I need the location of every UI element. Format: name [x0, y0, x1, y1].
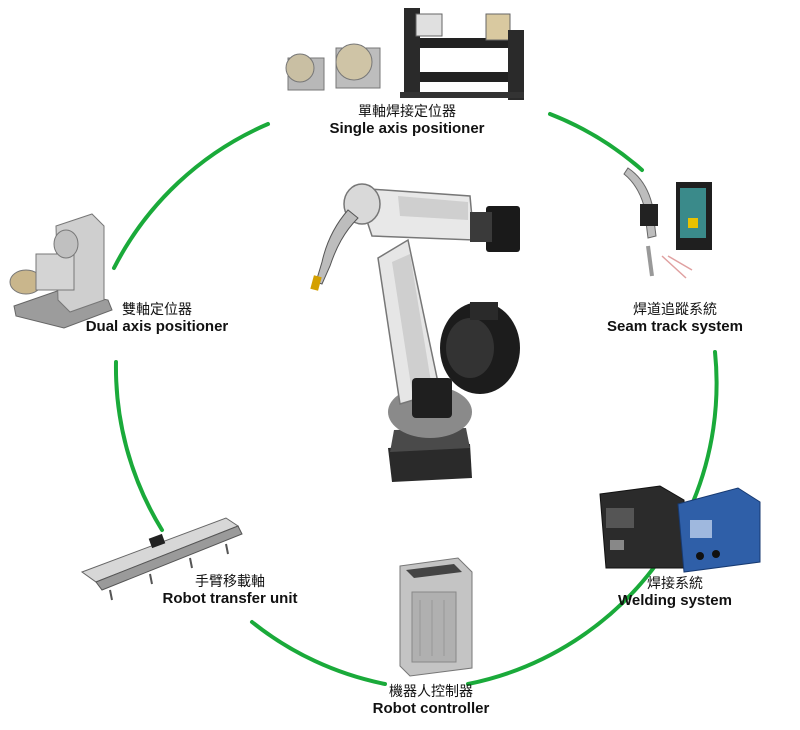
node-label-en: Seam track system	[607, 318, 743, 336]
ring-arc-upper-right	[548, 112, 644, 172]
robot-arm-image	[310, 183, 520, 482]
ring-arc-upper-left	[112, 122, 270, 270]
node-label-en: Robot transfer unit	[162, 590, 298, 608]
seam-track-system-image	[623, 167, 712, 279]
node-label-zh: 焊接系統	[647, 576, 703, 592]
node-robot-controller: 機器人控制器 Robot controller	[356, 684, 506, 717]
node-label-zh: 焊道追蹤系統	[633, 302, 717, 318]
node-label-zh: 手臂移載軸	[195, 574, 265, 590]
node-welding-system: 焊接系統 Welding system	[600, 576, 750, 609]
node-label-zh: 單軸焊接定位器	[358, 104, 456, 120]
node-dual-axis-positioner: 雙軸定位器 Dual axis positioner	[72, 302, 242, 335]
node-label-en: Robot controller	[372, 700, 490, 718]
ring-arc-right	[691, 350, 719, 504]
node-robot-transfer-unit: 手臂移載軸 Robot transfer unit	[150, 574, 310, 607]
ring-arc-lower-left	[250, 620, 387, 686]
welding-system-image	[599, 485, 761, 573]
dual-axis-positioner-image	[9, 213, 113, 329]
node-label-en: Single axis positioner	[329, 120, 485, 138]
robot-controller-image	[399, 557, 473, 677]
node-label-zh: 雙軸定位器	[122, 302, 192, 318]
node-label-zh: 機器人控制器	[389, 684, 473, 700]
robot-transfer-unit-image	[80, 517, 243, 601]
node-single-axis-positioner: 單軸焊接定位器 Single axis positioner	[302, 104, 512, 137]
node-label-en: Welding system	[618, 592, 732, 610]
node-label-en: Dual axis positioner	[85, 318, 229, 336]
node-seam-track-system: 焊道追蹤系統 Seam track system	[590, 302, 760, 335]
ring-arc-left	[113, 360, 164, 532]
ring-arc-lower-right	[466, 560, 660, 686]
ring	[112, 112, 719, 686]
single-axis-positioner-image	[285, 8, 524, 100]
